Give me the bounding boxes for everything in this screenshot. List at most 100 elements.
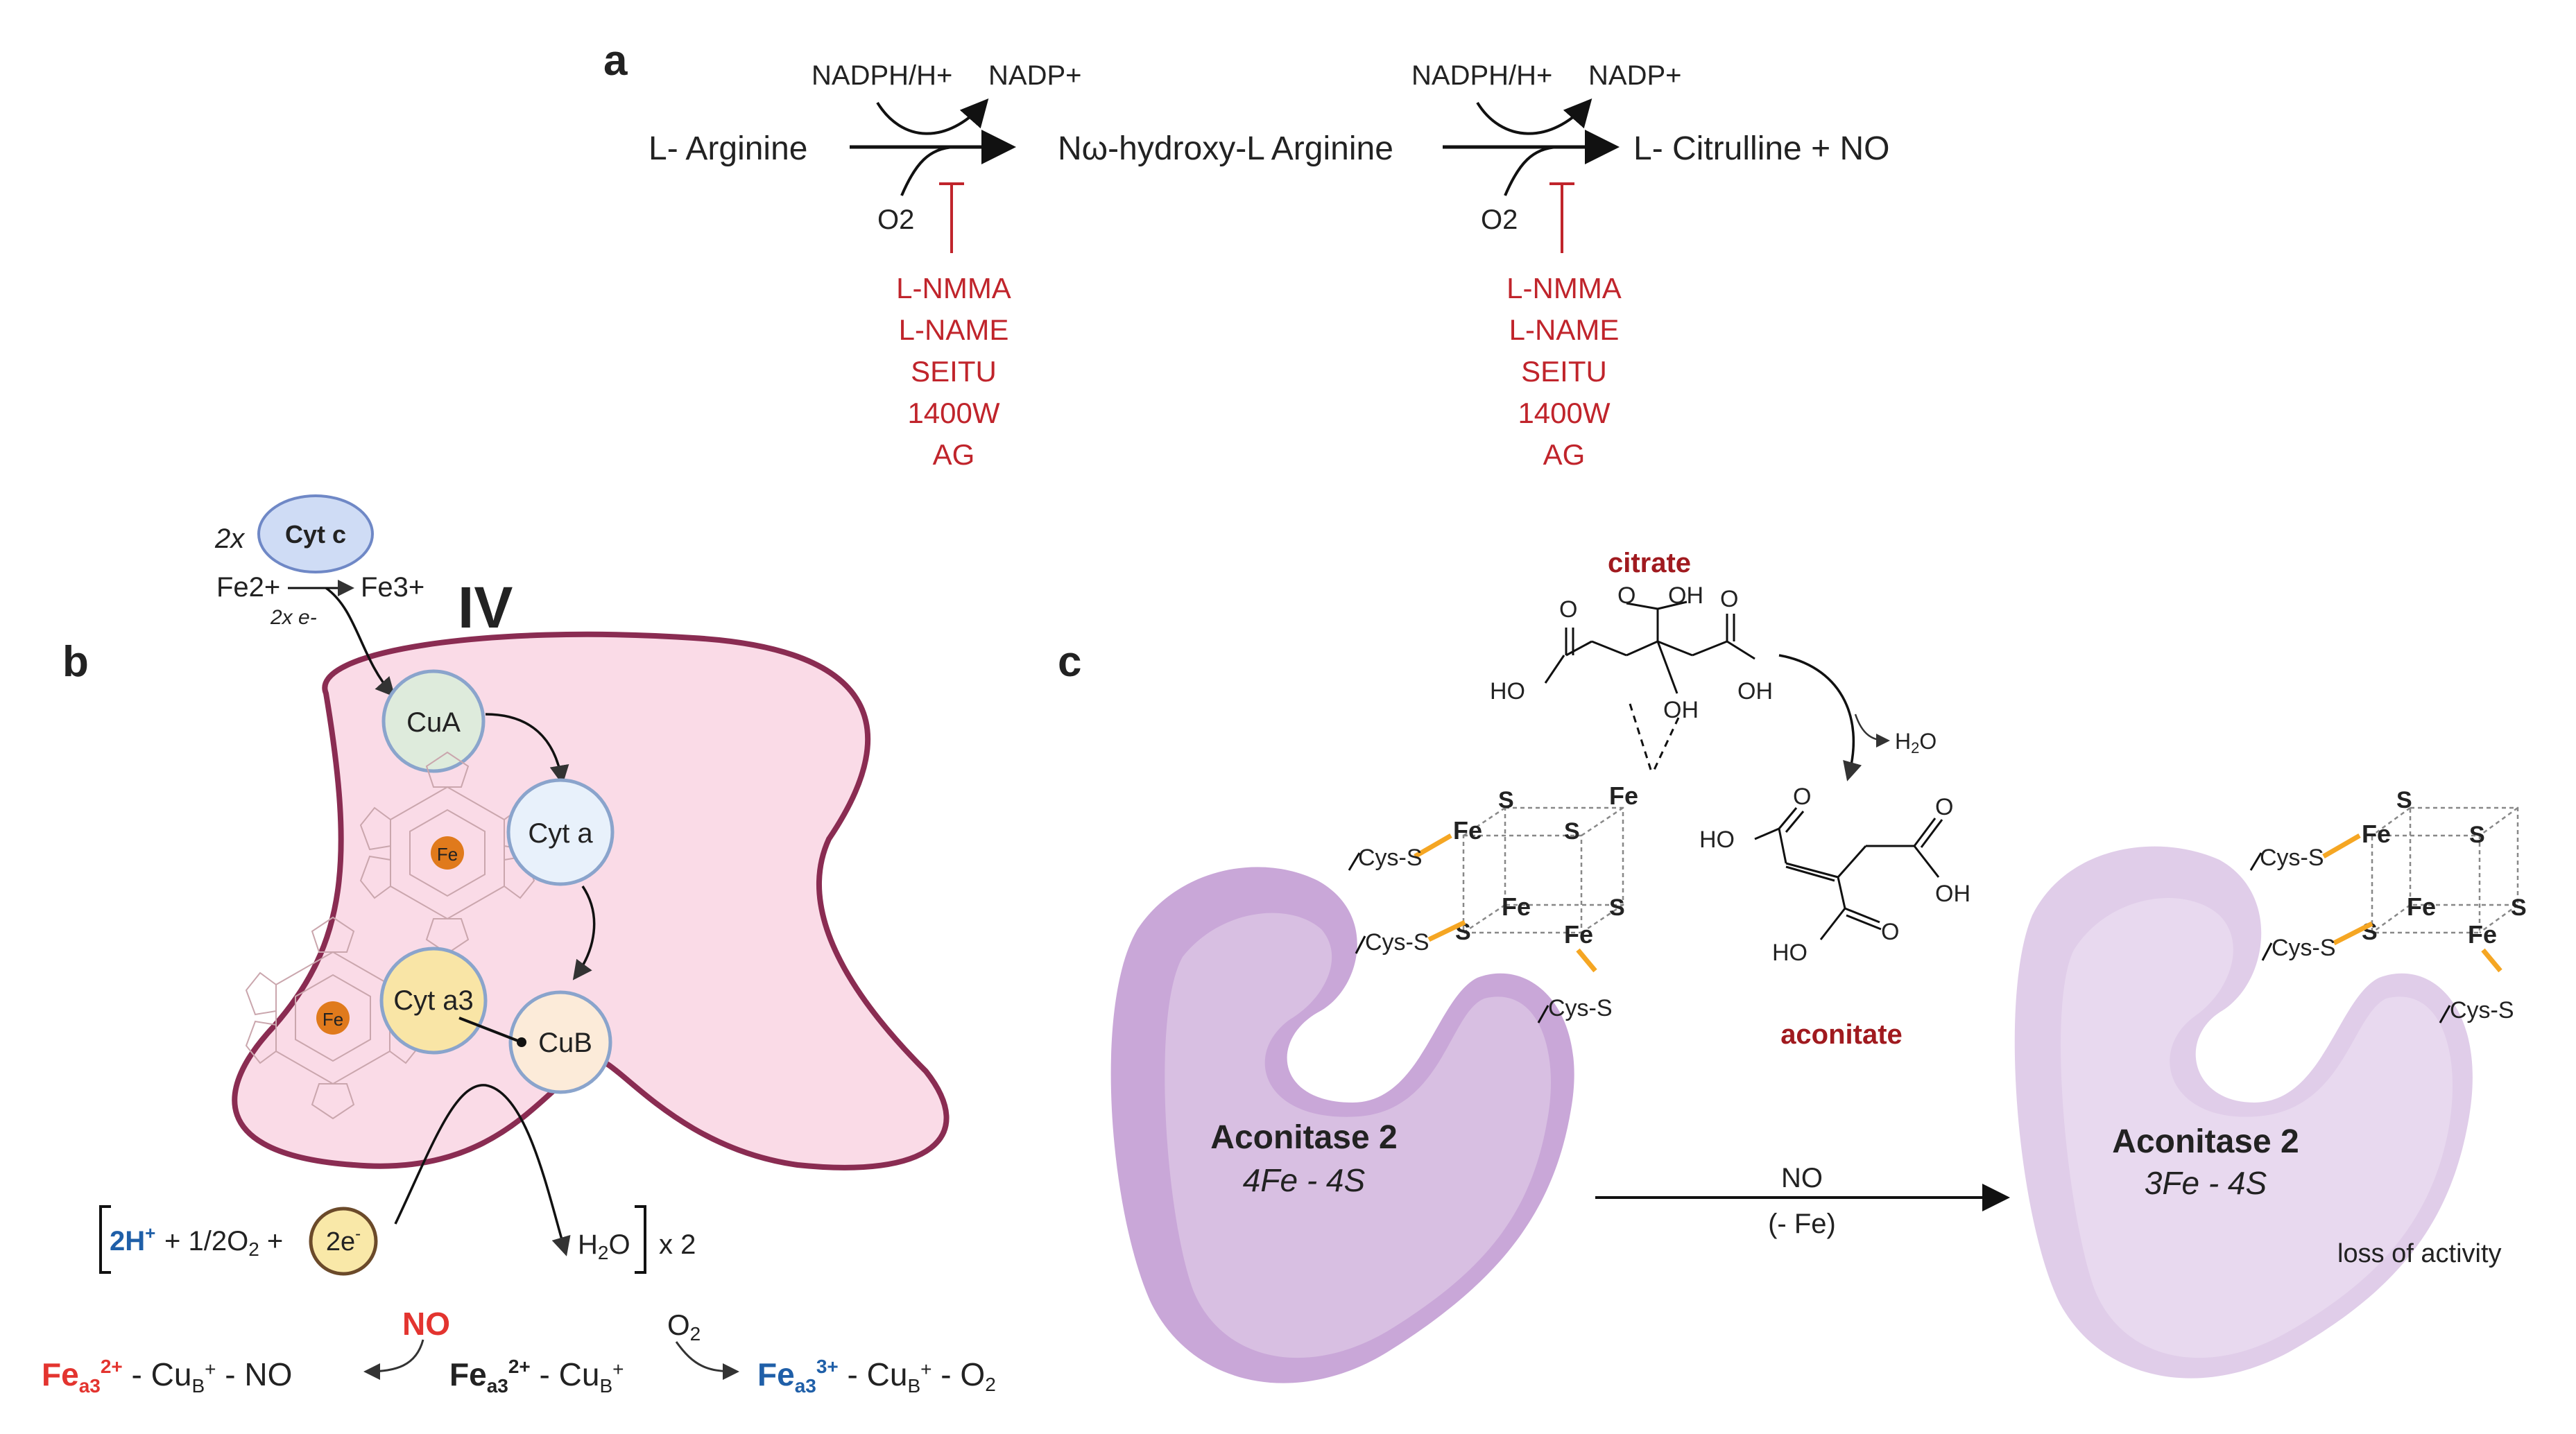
aconitate-label: aconitate (1780, 1019, 1903, 1050)
heme-a-fe-label: Fe (437, 844, 458, 865)
water-label: H2O (578, 1229, 630, 1263)
cyt-c-label: Cyt c (285, 520, 346, 548)
inhibitor-2-1: L-NMMA (1506, 272, 1622, 304)
cluster-right-s-3: S (2511, 895, 2527, 921)
o2-ligand-label: O2 (667, 1308, 701, 1345)
aconitate-o-2: O (1935, 794, 1953, 820)
cluster-4fe4s-atoms: Fe S Fe S Fe S S Fe (1453, 781, 1638, 949)
cluster-3fe4s-atoms: S Fe S Fe S S Fe (2362, 787, 2527, 949)
inhibitor-1-4: 1400W (907, 397, 999, 429)
cys-left-3: Cys-S (1548, 995, 1613, 1021)
aconitase-left-cluster: 4Fe - 4S (1243, 1162, 1366, 1198)
panel-b: b IV 2x Cyt c Fe2+ Fe3+ 2x e- CuA Fe Cyt… (42, 494, 996, 1397)
no-binding-arrow (363, 1339, 424, 1380)
complex-iv-label: IV (458, 575, 513, 640)
state-center: Fea32+ - CuB+ (449, 1356, 624, 1397)
cyt-a3-center (379, 947, 488, 1055)
substrate-label: L- Arginine (649, 130, 807, 167)
state-no-bound: Fea32+ - CuB+ - NO (42, 1356, 292, 1397)
cys-right-1: Cys-S (2260, 845, 2324, 871)
two-electron-badge (309, 1207, 378, 1276)
electron-path-cyta-cub (572, 886, 596, 981)
cys-bond-left-1 (1414, 833, 1452, 859)
citrate-o-2: O (1617, 582, 1635, 609)
two-electron-label: 2e- (326, 1225, 361, 1256)
inhibitor-2-2: L-NAME (1509, 313, 1620, 346)
fe3-label: Fe3+ (361, 572, 424, 603)
inhibitor-list-1: L-NMMA L-NAME SEITU 1400W AG (896, 272, 1011, 471)
citrate-label: citrate (1608, 548, 1691, 578)
cofactor-in-1: NADPH/H+ (812, 60, 952, 91)
aconitase-left-name: Aconitase 2 (1210, 1119, 1397, 1156)
heme-a3-fe-label: Fe (323, 1009, 343, 1030)
aconitase-right-name: Aconitase 2 (2112, 1123, 2299, 1160)
cofactor-out-1: NADP+ (988, 60, 1082, 91)
inhibitor-2-4: 1400W (1518, 397, 1610, 429)
oxygen-arrow-1 (900, 146, 954, 196)
aconitase-right-cluster: 3Fe - 4S (2145, 1165, 2267, 1201)
cofactor-out-2: NADP+ (1588, 60, 1682, 91)
inhibitor-2-5: AG (1543, 438, 1586, 471)
panel-a: a L- Arginine NADPH/H+ NADP+ O2 L-NMMA L… (603, 37, 1889, 471)
aconitate-o-3: O (1881, 919, 1899, 945)
cluster-right-ligands: Cys-S Cys-S Cys-S (2249, 833, 2514, 1023)
inhibitor-1-3: SEITU (911, 355, 997, 388)
citrate-structure (1544, 601, 1755, 770)
cys-stub-right-2 (2261, 942, 2273, 961)
reactant-bracket-left (99, 1205, 111, 1274)
no-inactivation-bottom: (- Fe) (1768, 1209, 1836, 1239)
reactants-label: + 1/2O2 + (164, 1226, 283, 1260)
citrate-oh-1: OH (1668, 582, 1703, 609)
cys-bond-right-3 (2481, 948, 2502, 973)
aconitase-left-highlight (1165, 913, 1551, 1358)
cys-stub-left-1 (1348, 852, 1361, 871)
aconitate-oh-1: OH (1935, 881, 1970, 907)
water-release-label: H2O (1895, 729, 1937, 757)
cyt-a-center (506, 778, 615, 886)
cys-bond-right-2 (2333, 921, 2373, 946)
panel-c-label: c (1058, 638, 1081, 686)
heme-a-fe (431, 836, 464, 870)
electron-path-cytc-cua (325, 587, 395, 698)
citrate-ho-1: HO (1490, 678, 1525, 705)
no-inactivation-top: NO (1781, 1163, 1823, 1193)
inhibitor-1-2: L-NAME (899, 313, 1009, 346)
panel-c: c citrate O HO O OH O OH OH (1058, 548, 2527, 1383)
cluster-left-fe-2: Fe (1453, 816, 1482, 845)
cluster-left-s-3: S (1609, 895, 1625, 921)
aconitate-o-1: O (1793, 784, 1811, 810)
binuclear-link-dot (517, 1037, 526, 1047)
cluster-left-fe-4: Fe (1564, 920, 1593, 949)
cluster-right-fe-2: Fe (2407, 892, 2436, 921)
aconitate-ho-2: HO (1772, 940, 1808, 966)
multiplier-label: 2x (214, 524, 246, 554)
cu-b-center (508, 990, 612, 1094)
cofactor-in-2: NADPH/H+ (1411, 60, 1552, 91)
cys-right-3: Cys-S (2450, 997, 2514, 1023)
cluster-left-fe-1: Fe (1609, 781, 1638, 810)
water-bracket-right (635, 1205, 646, 1274)
cofactor-arrow-1 (876, 98, 989, 135)
electron-path-cua-cyta (485, 713, 569, 785)
cys-left-1: Cys-S (1358, 845, 1423, 871)
cluster-left-fe-3: Fe (1502, 892, 1531, 921)
aconitase-right-highlight (2061, 897, 2453, 1358)
dehydration-arrow (1778, 654, 1862, 781)
inhibitor-1-1: L-NMMA (896, 272, 1011, 304)
product-label: L- Citrulline + NO (1633, 130, 1889, 167)
cys-bond-right-1 (2322, 833, 2361, 859)
panel-a-label: a (603, 37, 628, 85)
cluster-right-s-1: S (2396, 787, 2412, 813)
cys-stub-right-3 (2439, 1005, 2451, 1023)
oxygen-label-1: O2 (877, 205, 914, 235)
cyt-c-protein (257, 494, 374, 573)
cluster-left-ligands: Cys-S Cys-S Cys-S (1348, 833, 1613, 1023)
cys-right-2: Cys-S (2272, 935, 2336, 961)
cu-a-label: CuA (406, 707, 461, 738)
cys-bond-left-3 (1576, 948, 1597, 973)
inhibitor-2-3: SEITU (1521, 355, 1607, 388)
cu-a-center (381, 669, 486, 773)
citrate-oh-2: OH (1737, 678, 1773, 705)
